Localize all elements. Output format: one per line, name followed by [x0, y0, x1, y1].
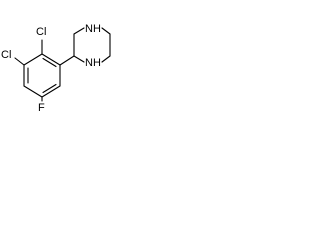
nitrogen-atom-label-bottom: NH — [85, 57, 101, 69]
bond-ring-to-piperazine — [59, 55, 75, 66]
piperazine-bond-n-bottom-c2 — [73, 55, 85, 63]
benzene-ring — [23, 53, 61, 98]
ring-bond-c3-c4 — [41, 85, 61, 98]
molecule-structure-diagram: Cl Cl F NH NH — [1, 23, 111, 114]
bond-ring-to-cl-left — [14, 57, 25, 66]
piperazine-bond-n-top-c5 — [101, 27, 111, 35]
ring-bond-c1-c2 — [41, 53, 61, 66]
piperazine-bond-c6-n-bottom — [101, 55, 111, 63]
ring-double-bond-c1-c2 — [42, 57, 57, 68]
piperazine-bond-c3-n-top — [73, 27, 85, 35]
fluorine-atom-label: F — [38, 102, 45, 114]
chlorine-atom-label-top: Cl — [36, 26, 46, 38]
chlorine-atom-label-left: Cl — [1, 49, 11, 61]
ring-bond-c6-c1 — [23, 53, 43, 66]
ring-bond-c4-c5 — [23, 85, 43, 98]
piperazine-ring — [73, 27, 111, 63]
nitrogen-atom-label-top: NH — [85, 23, 101, 35]
ring-double-bond-c3-c4 — [42, 83, 57, 94]
